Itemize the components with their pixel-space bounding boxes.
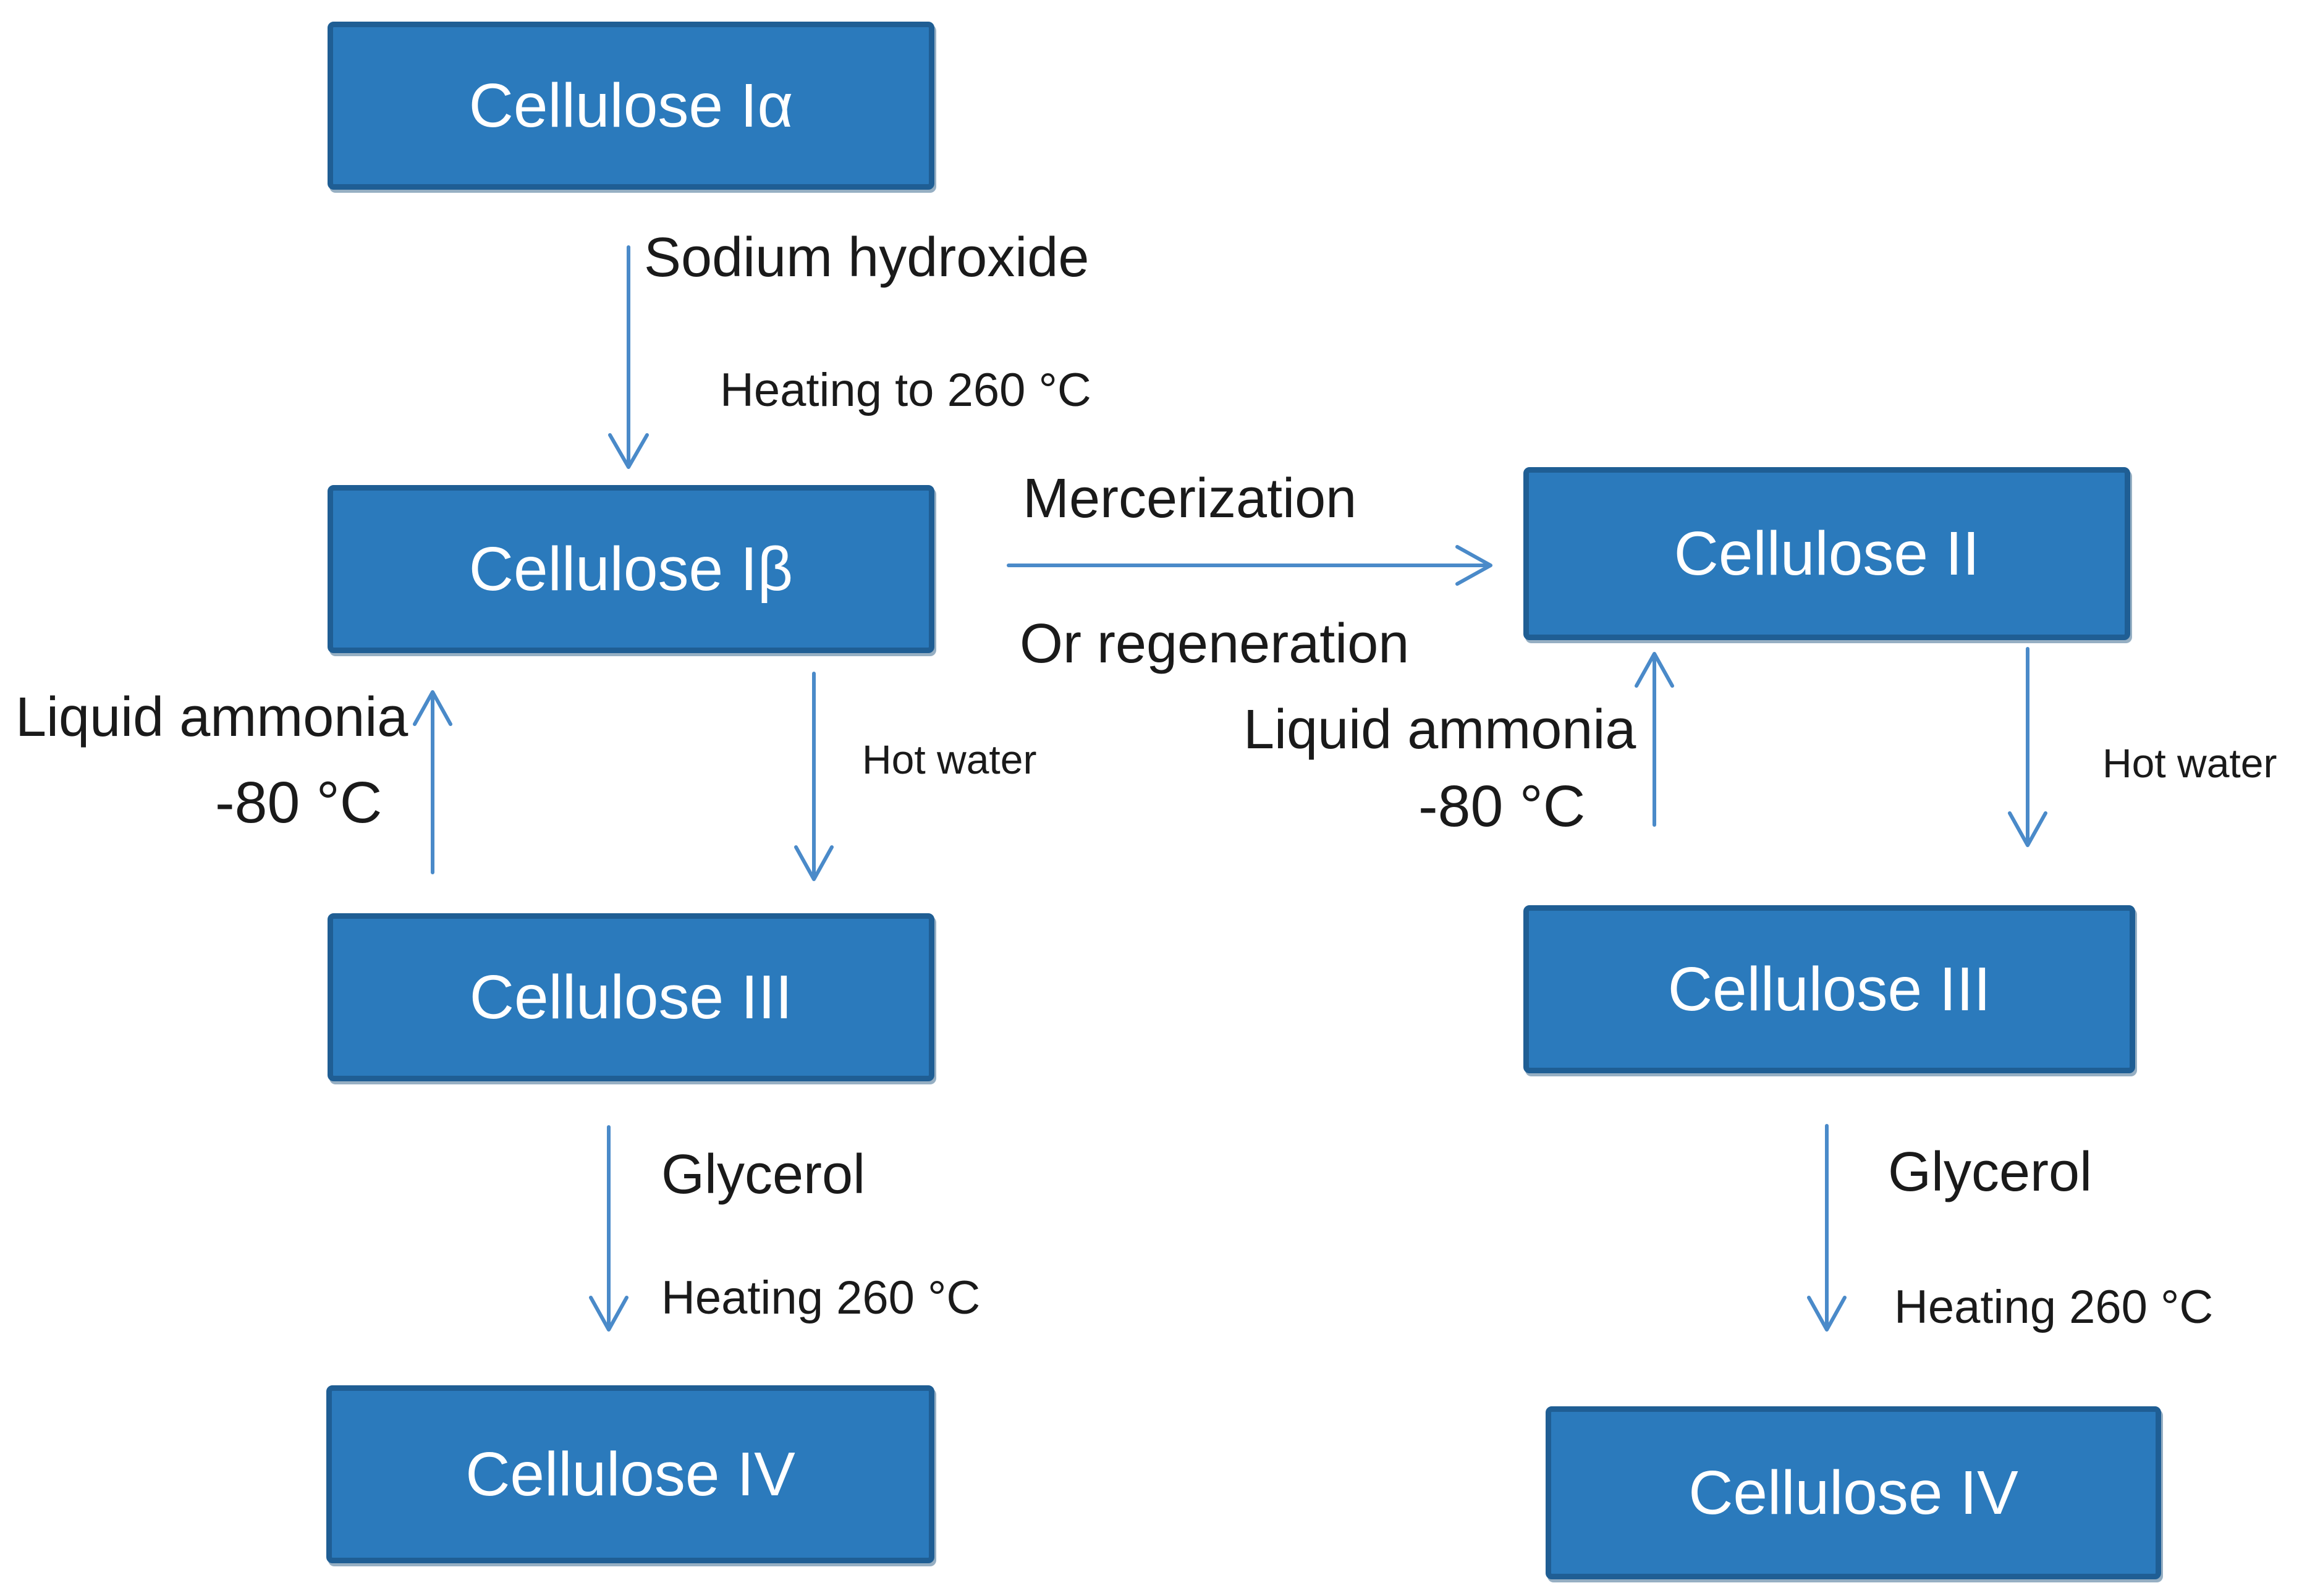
label-minus-80-right: -80 °C — [1418, 774, 1586, 839]
label-glycerol-left: Glycerol — [661, 1144, 866, 1205]
box-cellulose-ib-label: Cellulose Iβ — [468, 534, 794, 604]
box-cellulose-ii: Cellulose II — [1523, 467, 2130, 640]
label-heating-260-right: Heating 260 °C — [1894, 1281, 2214, 1333]
hot-water-right-down-arrow-icon — [2008, 647, 2047, 847]
label-mercerization: Mercerization — [1023, 468, 1357, 530]
label-minus-80-left: -80 °C — [215, 770, 383, 835]
box-cellulose-iii-right-label: Cellulose III — [1667, 954, 1991, 1024]
box-cellulose-ia: Cellulose Iα — [328, 22, 934, 190]
mercerization-right-arrow-icon — [1007, 545, 1492, 586]
glycerol-left-down-arrow-icon — [589, 1125, 628, 1332]
label-hot-water-left: Hot water — [862, 737, 1037, 782]
label-heating-260-left: Heating 260 °C — [661, 1272, 981, 1324]
sodium-hydroxide-down-arrow-icon — [608, 245, 649, 469]
label-sodium-hydroxide: Sodium hydroxide — [644, 227, 1090, 289]
box-cellulose-ii-label: Cellulose II — [1674, 518, 1980, 588]
box-cellulose-iv-left: Cellulose IV — [326, 1385, 934, 1563]
label-liquid-ammonia-right: Liquid ammonia — [1243, 699, 1636, 761]
label-heating-to-260: Heating to 260 °C — [720, 364, 1091, 416]
hot-water-left-down-arrow-icon — [794, 672, 834, 881]
box-cellulose-iv-left-label: Cellulose IV — [465, 1439, 795, 1509]
box-cellulose-ia-label: Cellulose Iα — [468, 70, 794, 140]
box-cellulose-iii-left: Cellulose III — [328, 913, 934, 1081]
box-cellulose-iii-right: Cellulose III — [1523, 905, 2135, 1073]
box-cellulose-ib: Cellulose Iβ — [328, 485, 934, 653]
label-or-regeneration: Or regeneration — [1020, 613, 1410, 675]
liquid-ammonia-left-up-arrow-icon — [413, 690, 452, 874]
liquid-ammonia-right-up-arrow-icon — [1635, 652, 1674, 827]
box-cellulose-iv-right: Cellulose IV — [1546, 1406, 2161, 1579]
label-glycerol-right: Glycerol — [1888, 1141, 2093, 1203]
label-liquid-ammonia-left: Liquid ammonia — [15, 686, 408, 748]
glycerol-right-down-arrow-icon — [1807, 1124, 1847, 1332]
box-cellulose-iv-right-label: Cellulose IV — [1688, 1458, 2018, 1527]
label-hot-water-right: Hot water — [2102, 740, 2277, 786]
box-cellulose-iii-left-label: Cellulose III — [469, 962, 793, 1032]
